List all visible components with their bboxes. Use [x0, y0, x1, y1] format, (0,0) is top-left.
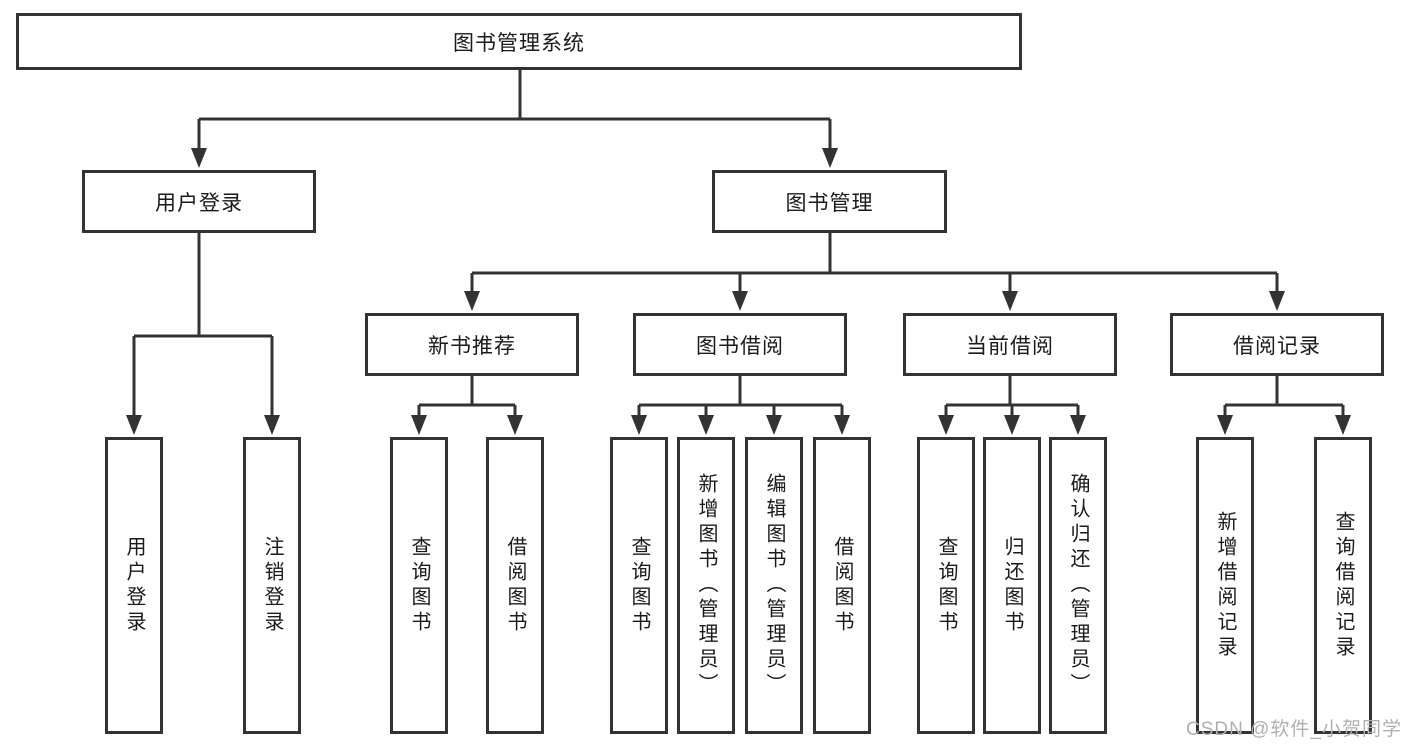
leaf-add-borrow-record: 新增借阅记录 [1196, 437, 1254, 734]
node-book-borrowing-label: 图书借阅 [696, 334, 784, 358]
leaf-add-book-admin: 新增图书（管理员） [677, 437, 735, 734]
leaf-borrow-books-recommend: 借阅图书 [486, 437, 544, 734]
leaf-borrow-books-label: 借阅图书 [831, 535, 853, 636]
leaf-query-books-current: 查询图书 [917, 437, 975, 734]
leaf-edit-book-admin: 编辑图书（管理员） [745, 437, 803, 734]
node-user-login-label: 用户登录 [155, 191, 243, 215]
edge-userlogin-to-leaves [132, 233, 274, 416]
leaf-return-book-label: 归还图书 [1001, 535, 1023, 636]
leaf-return-book: 归还图书 [983, 437, 1041, 734]
arrowheads-leaves [126, 415, 1351, 435]
node-root-label: 图书管理系统 [453, 31, 585, 55]
leaf-query-books-recommend-label: 查询图书 [408, 535, 430, 636]
leaf-query-books-current-label: 查询图书 [935, 535, 957, 636]
node-new-book-recommend: 新书推荐 [365, 313, 579, 376]
leaf-query-borrow-record-label: 查询借阅记录 [1332, 510, 1354, 661]
edge-newbook-to-leaves [417, 376, 517, 416]
node-user-login: 用户登录 [82, 170, 316, 233]
leaf-logout: 注销登录 [243, 437, 301, 734]
leaf-query-books-recommend: 查询图书 [390, 437, 448, 734]
leaf-borrow-books: 借阅图书 [813, 437, 871, 734]
node-borrowing-records: 借阅记录 [1170, 313, 1384, 376]
leaf-query-books-borrowing-label: 查询图书 [628, 535, 650, 636]
leaf-user-login: 用户登录 [105, 437, 163, 734]
node-book-management-label: 图书管理 [785, 191, 874, 215]
node-current-borrowing-label: 当前借阅 [966, 334, 1054, 358]
leaf-add-borrow-record-label: 新增借阅记录 [1214, 510, 1236, 661]
edge-bookborrow-to-leaves [637, 376, 844, 416]
leaf-query-borrow-record: 查询借阅记录 [1314, 437, 1372, 734]
arrowheads-level2 [191, 148, 838, 168]
edge-root-to-level2 [197, 70, 832, 150]
leaf-confirm-return-admin: 确认归还（管理员） [1049, 437, 1107, 734]
edge-borrowrecords-to-leaves [1223, 376, 1345, 416]
arrowheads-level3 [464, 291, 1285, 311]
leaf-logout-label: 注销登录 [261, 535, 283, 636]
node-borrowing-records-label: 借阅记录 [1233, 334, 1321, 358]
node-book-management: 图书管理 [712, 170, 947, 233]
node-book-borrowing: 图书借阅 [633, 313, 847, 376]
leaf-user-login-label: 用户登录 [123, 535, 145, 636]
node-root-system: 图书管理系统 [16, 13, 1022, 70]
edge-currentborrow-to-leaves [944, 376, 1080, 416]
csdn-watermark: CSDN @软件_小贺同学 [1186, 719, 1402, 740]
leaf-add-book-admin-label: 新增图书（管理员） [695, 473, 717, 698]
leaf-borrow-books-recommend-label: 借阅图书 [504, 535, 526, 636]
leaf-confirm-return-admin-label: 确认归还（管理员） [1067, 473, 1089, 698]
node-current-borrowing: 当前借阅 [903, 313, 1117, 376]
leaf-query-books-borrowing: 查询图书 [610, 437, 668, 734]
node-new-book-recommend-label: 新书推荐 [428, 334, 516, 358]
edge-bookmgmt-to-level3 [470, 233, 1279, 293]
leaf-edit-book-admin-label: 编辑图书（管理员） [763, 473, 785, 698]
